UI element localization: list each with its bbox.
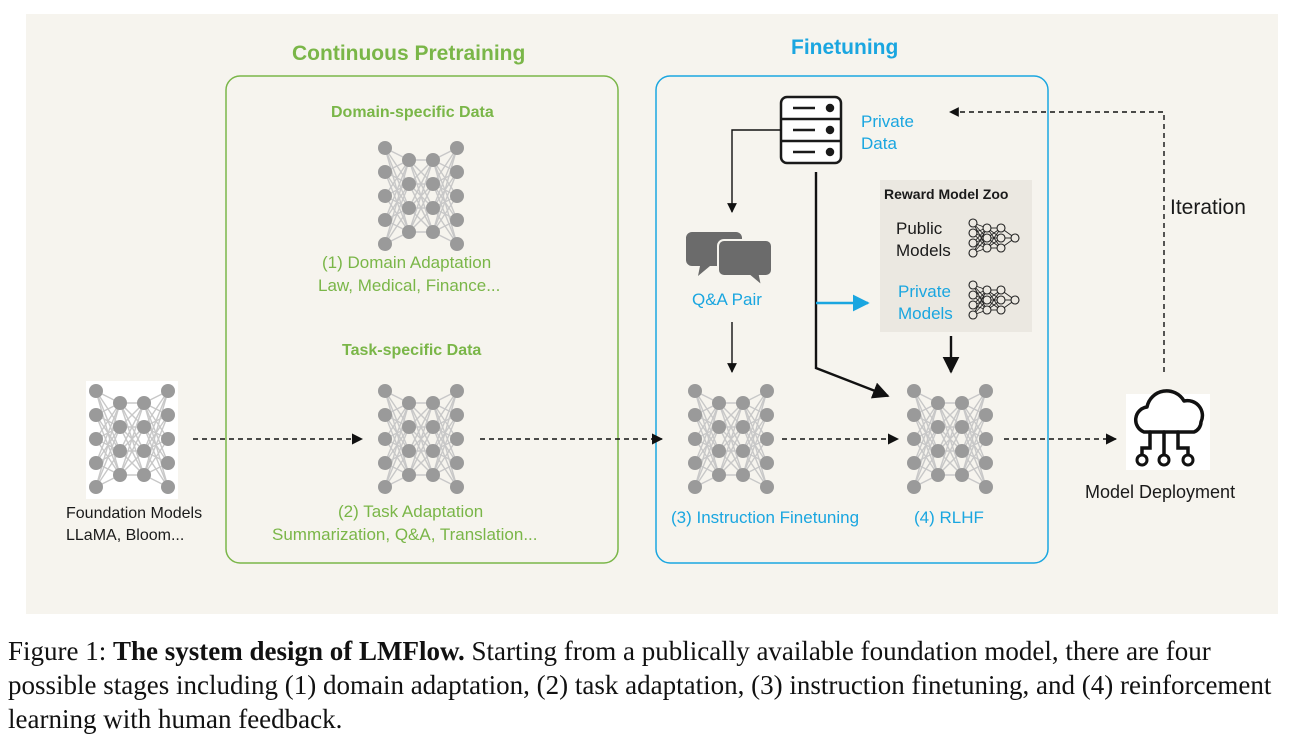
rlhf-network-icon: [907, 384, 993, 494]
iteration-label: Iteration: [1170, 196, 1246, 219]
model-deployment-label: Model Deployment: [1085, 482, 1236, 502]
domain-adaptation-network-icon: [378, 141, 464, 251]
arrow-data-to-qa: [727, 129, 781, 213]
instruction-finetuning-network-icon: [688, 384, 774, 494]
continuous-pretraining-box: [225, 75, 619, 564]
public-models-label-line2: Models: [896, 241, 951, 260]
continuous-pretraining-title: Continuous Pretraining: [292, 42, 526, 65]
rlhf-label: (4) RLHF: [914, 508, 984, 527]
finetuning-box: [655, 75, 1049, 564]
diagram-background: [26, 14, 1278, 614]
caption-text: Starting from a publically available fou…: [8, 636, 1272, 734]
private-data-label-line1: Private: [861, 112, 914, 131]
private-data-label-line2: Data: [861, 134, 897, 153]
figure-caption: Figure 1: The system design of LMFlow. S…: [8, 634, 1298, 736]
foundation-model-network-icon: [86, 381, 178, 499]
reward-model-zoo-box: [880, 180, 1032, 332]
task-specific-data-label: Task-specific Data: [342, 342, 482, 359]
private-model-network-icon: [968, 280, 1020, 320]
caption-prefix: Figure 1:: [8, 636, 113, 666]
task-examples-label: Summarization, Q&A, Translation...: [272, 525, 538, 544]
domain-adaptation-label: (1) Domain Adaptation: [322, 253, 492, 272]
arrow-data-to-rlhf: [814, 172, 890, 399]
instruction-finetuning-label: (3) Instruction Finetuning: [671, 508, 860, 527]
task-adaptation-network-icon: [378, 384, 464, 494]
foundation-models-label-line1: Foundation Models: [66, 505, 203, 522]
foundation-models-label-line2: LLaMA, Bloom...: [66, 527, 185, 544]
public-model-network-icon: [968, 218, 1020, 258]
database-icon: [779, 95, 843, 165]
qa-pair-label: Q&A Pair: [692, 290, 762, 309]
reward-model-zoo-title: Reward Model Zoo: [884, 186, 1009, 202]
public-models-label-line1: Public: [896, 219, 943, 238]
domain-specific-data-label: Domain-specific Data: [331, 104, 494, 121]
private-models-label-line1: Private: [898, 282, 951, 301]
caption-bold-title: The system design of LMFlow.: [113, 636, 465, 666]
cloud-deployment-icon: [1126, 389, 1210, 470]
neural-networks: [86, 141, 993, 499]
finetuning-title: Finetuning: [791, 36, 899, 59]
private-models-label-line2: Models: [898, 304, 953, 323]
domain-examples-label: Law, Medical, Finance...: [318, 276, 501, 295]
task-adaptation-label: (2) Task Adaptation: [338, 502, 484, 521]
chat-bubbles-icon: [686, 232, 773, 289]
reward-model-icons: [968, 218, 1020, 320]
flow-arrows: [193, 107, 1165, 445]
